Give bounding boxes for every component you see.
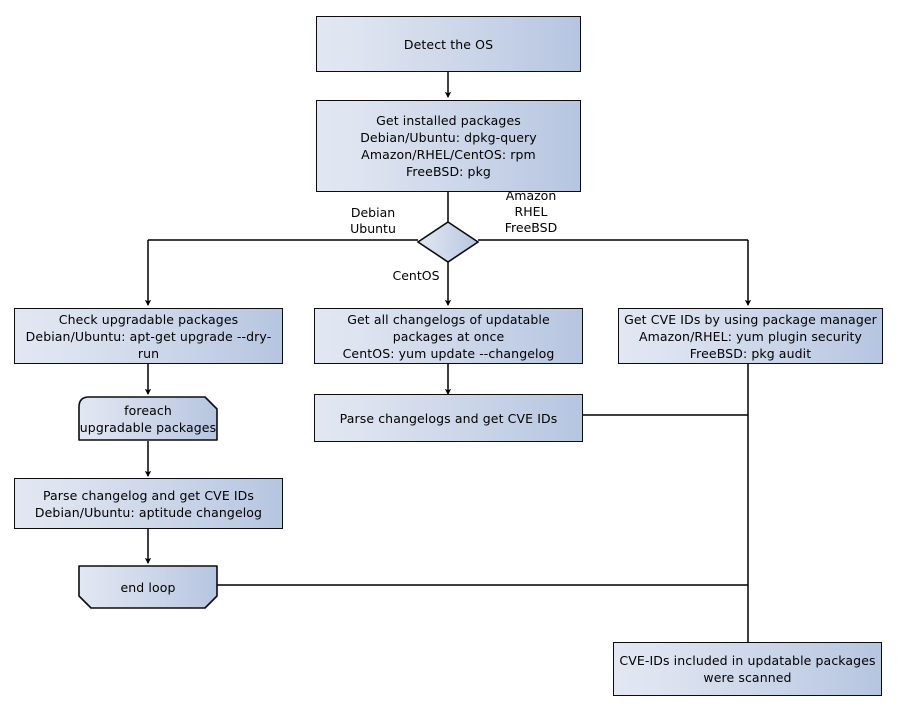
node-parse-changelog-debian-label: Parse changelog and get CVE IDs Debian/U… bbox=[34, 487, 263, 520]
node-get-all-changelogs-label: Get all changelogs of updatable packages… bbox=[342, 311, 555, 361]
node-foreach-loop-start[interactable]: foreach upgradable packages bbox=[78, 396, 218, 441]
node-get-all-changelogs[interactable]: Get all changelogs of updatable packages… bbox=[314, 308, 583, 364]
node-check-upgradable[interactable]: Check upgradable packages Debian/Ubuntu:… bbox=[14, 308, 283, 364]
node-detect-os-label: Detect the OS bbox=[403, 36, 494, 52]
edge-label-branch-left: Debian Ubuntu bbox=[350, 205, 396, 236]
node-foreach-loop-start-label: foreach upgradable packages bbox=[79, 402, 217, 435]
node-end-loop[interactable]: end loop bbox=[78, 565, 218, 609]
node-scanned-result[interactable]: CVE-IDs included in updatable packages w… bbox=[613, 642, 882, 696]
edge-label-branch-right: Amazon RHEL FreeBSD bbox=[504, 188, 558, 235]
node-get-cve-ids-package-manager[interactable]: Get CVE IDs by using package manager Ama… bbox=[618, 308, 883, 364]
node-check-upgradable-label: Check upgradable packages Debian/Ubuntu:… bbox=[25, 311, 272, 361]
node-scanned-result-label: CVE-IDs included in updatable packages w… bbox=[619, 653, 876, 685]
edge-label-branch-down: CentOS bbox=[392, 268, 440, 283]
node-parse-changelogs-centos[interactable]: Parse changelogs and get CVE IDs bbox=[314, 394, 583, 442]
node-end-loop-label: end loop bbox=[120, 579, 176, 595]
node-os-decision[interactable] bbox=[416, 220, 480, 264]
node-parse-changelogs-centos-label: Parse changelogs and get CVE IDs bbox=[339, 410, 558, 426]
node-detect-os[interactable]: Detect the OS bbox=[316, 16, 581, 72]
node-get-installed-packages-label: Get installed packages Debian/Ubuntu: dp… bbox=[360, 113, 537, 179]
node-get-installed-packages[interactable]: Get installed packages Debian/Ubuntu: dp… bbox=[316, 100, 581, 192]
node-get-cve-ids-package-manager-label: Get CVE IDs by using package manager Ama… bbox=[624, 311, 877, 361]
node-parse-changelog-debian[interactable]: Parse changelog and get CVE IDs Debian/U… bbox=[14, 478, 283, 529]
